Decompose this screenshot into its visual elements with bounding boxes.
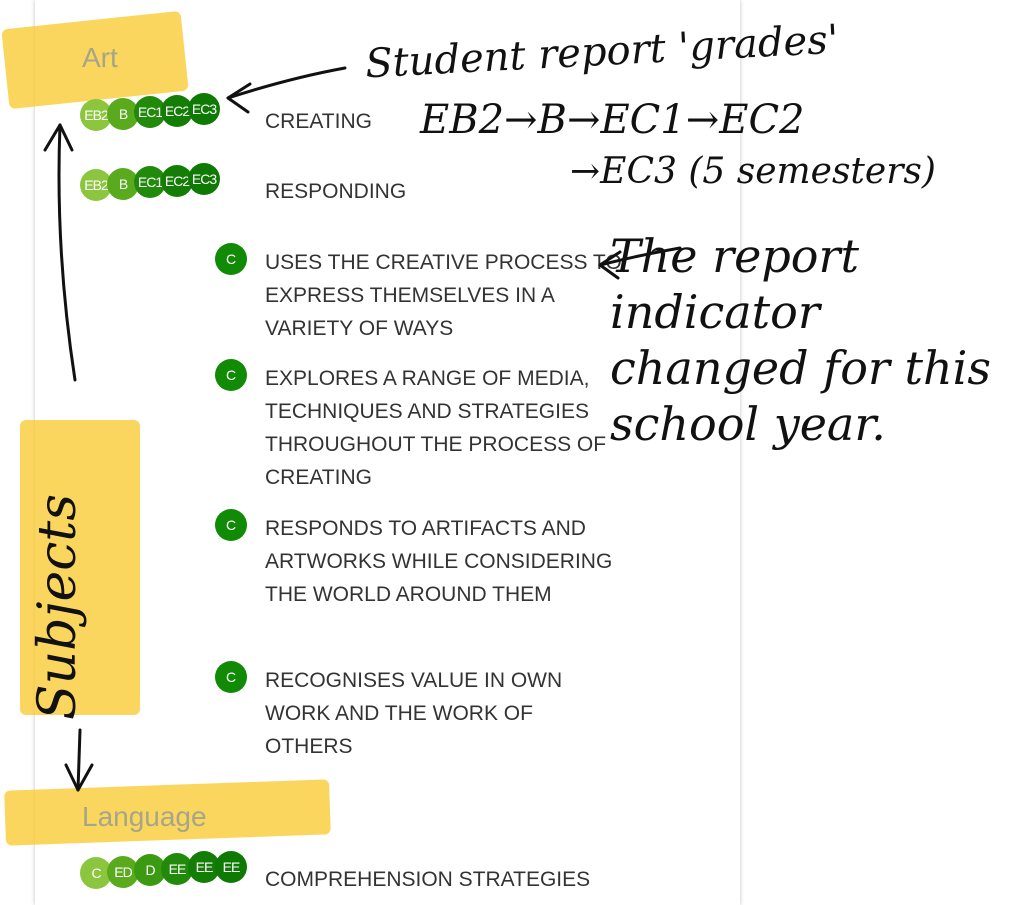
background [741, 0, 1024, 905]
indicator-label: Explores a range of media, techniques an… [265, 367, 607, 489]
grade-dot: EC1 [134, 166, 166, 198]
grade-dot: EB2 [80, 99, 112, 131]
grade-dot: B [107, 167, 139, 200]
grade-badge: C [215, 359, 247, 391]
grade-dot: EC2 [161, 94, 193, 127]
strand-label: Creating [265, 110, 372, 133]
annotation-grades-line3: →EC3 (5 semesters) [570, 151, 936, 192]
indicator-label: Responds to artifacts and artworks while… [265, 517, 613, 606]
grade-dot: EE [161, 852, 193, 885]
grade-dot: B [107, 97, 139, 130]
subject-heading-language: Language [82, 801, 207, 832]
grade-dot: EC3 [188, 163, 220, 195]
strand-label: Responding [265, 180, 407, 203]
arrow-to-indicator [598, 246, 682, 267]
grade-dot: EE [188, 851, 220, 883]
highlight [20, 420, 140, 715]
indicator-label: Uses the creative process to express the… [265, 251, 622, 340]
grade-badge: C [215, 509, 247, 541]
grade-dot: D [134, 854, 166, 886]
report-panel [35, 0, 740, 905]
arrow-down [76, 728, 82, 792]
indicator-label: Recognises value in own work and the wor… [265, 669, 563, 758]
grade-dot: EC3 [188, 93, 220, 125]
grade-dot: EE [215, 851, 247, 883]
grade-badge: C [215, 661, 247, 693]
grade-dot: EC2 [161, 164, 193, 197]
annotation-grades-line2: EB2→B→EC1→EC2 [420, 97, 805, 143]
grade-dot: C [80, 857, 112, 889]
annotation-indicator-note: The report indicator changed for this sc… [610, 229, 991, 451]
grade-dot: EC1 [134, 96, 166, 128]
strand-label: Comprehension strategies [265, 868, 591, 891]
subject-heading-art: Art [82, 42, 118, 73]
grade-badge: C [215, 243, 247, 275]
grade-dot: EB2 [80, 169, 112, 201]
arrow-up [57, 123, 77, 382]
arrow-to-grades [226, 66, 347, 100]
grade-dot: ED [107, 855, 139, 888]
